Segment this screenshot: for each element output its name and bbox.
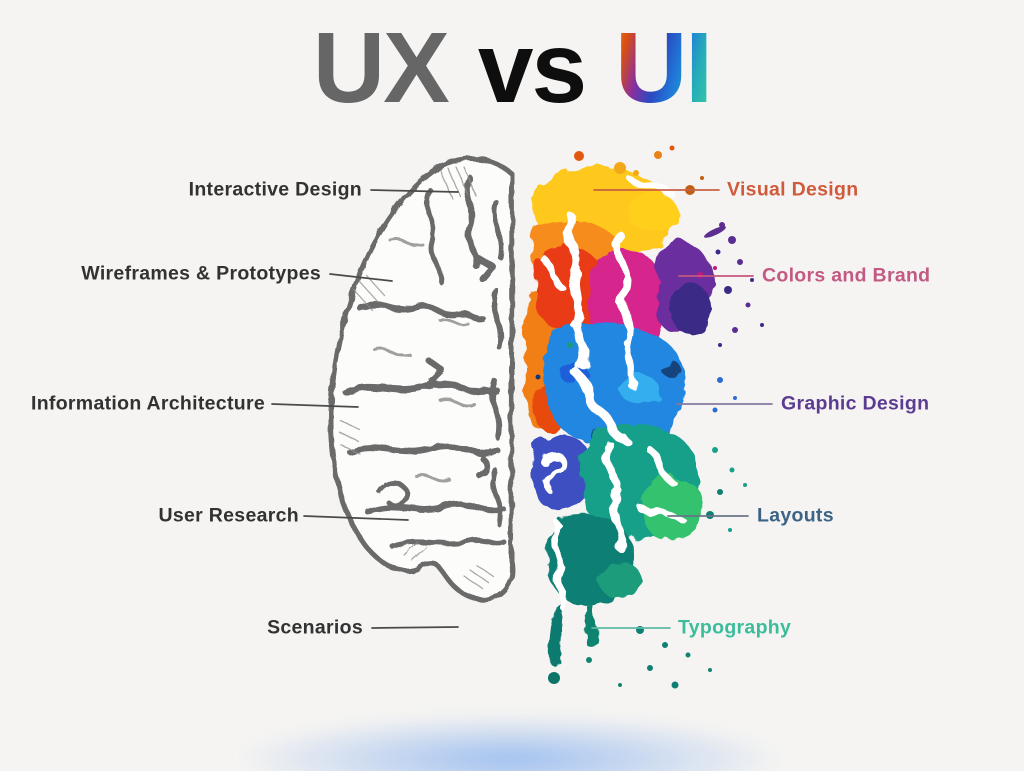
bottom-blue-glow — [128, 694, 892, 771]
ui-label-layouts: Layouts — [757, 504, 834, 527]
brain-illustration — [328, 145, 764, 689]
ux-label-scenarios: Scenarios — [267, 616, 363, 639]
ui-label-typography: Typography — [678, 616, 792, 639]
sketch-brain-left-icon — [328, 156, 515, 602]
title-ux: UX — [312, 12, 450, 124]
paint-brain-right-icon — [524, 166, 712, 666]
ui-label-graphic-design: Graphic Design — [781, 392, 930, 415]
ux-label-wireframes-prototypes: Wireframes & Prototypes — [81, 262, 321, 285]
ui-label-visual-design: Visual Design — [727, 178, 859, 201]
ui-label-colors-and-brand: Colors and Brand — [762, 264, 931, 287]
title-ui: UI — [615, 12, 713, 124]
title-vs: vs — [477, 12, 587, 124]
ux-label-interactive-design: Interactive Design — [188, 178, 362, 201]
ux-label-information-architecture: Information Architecture — [30, 392, 265, 415]
ux-label-user-research: User Research — [158, 504, 299, 527]
paint-splatter-dots — [535, 145, 764, 689]
